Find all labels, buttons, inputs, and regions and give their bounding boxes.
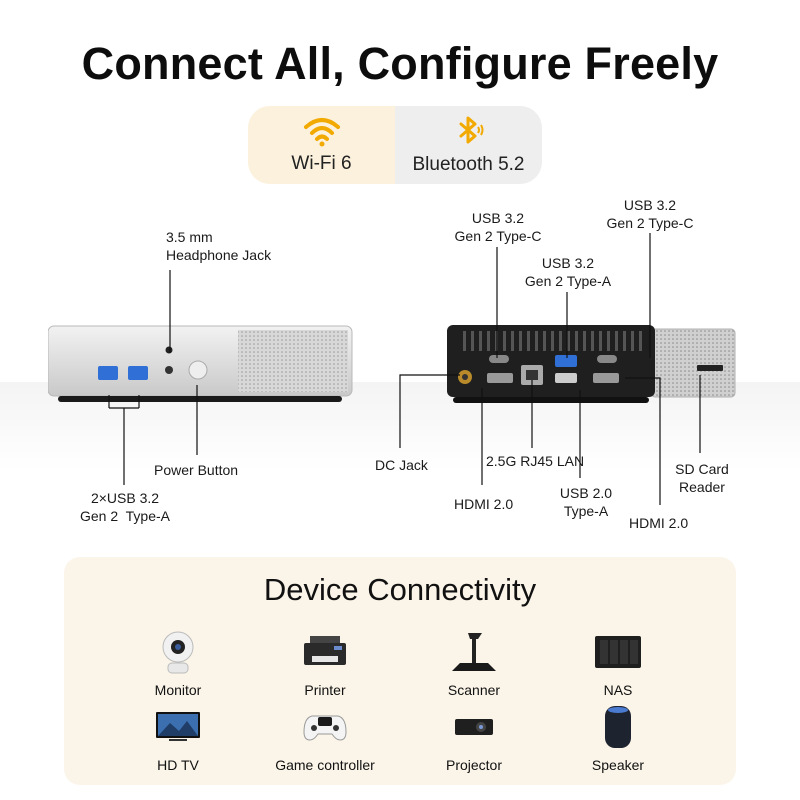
sd-card-line-2: Reader (679, 479, 725, 495)
camera-icon (103, 628, 253, 676)
device-hd-tv: HD TV (103, 703, 253, 773)
usb-c-1-line-2: Gen 2 Type-C (454, 228, 542, 244)
front-usb-line-1: 2×USB 3.2 (90, 490, 160, 506)
device-label: Projector (445, 757, 503, 773)
device-label: Printer (304, 682, 346, 698)
usb-a-line-1: USB 3.2 (541, 255, 595, 271)
usb-c-1-label: USB 3.2 Gen 2 Type-C (438, 209, 558, 245)
usb-c-1-line-1: USB 3.2 (471, 210, 525, 226)
dc-jack-label: DC Jack (375, 457, 428, 473)
device-nas: NAS (543, 628, 693, 698)
sd-card-line-1: SD Card (675, 461, 729, 477)
device-label: Speaker (591, 757, 645, 773)
device-label: HD TV (157, 757, 199, 773)
headphone-jack-label: 3.5 mm Headphone Jack (166, 228, 271, 264)
device-label: Scanner (447, 682, 501, 698)
device-scanner: Scanner (399, 628, 549, 698)
nas-icon (543, 628, 693, 676)
bluetooth-label: Bluetooth 5.2 (412, 154, 525, 175)
bluetooth-icon (452, 114, 486, 148)
wifi-badge: Wi-Fi 6 (248, 106, 395, 184)
usb2-line-2: Type-A (563, 503, 609, 519)
projector-icon (399, 703, 549, 751)
page-title: Connect All, Configure Freely (81, 38, 719, 89)
lan-label: 2.5G RJ45 LAN (486, 453, 585, 469)
front-usb-line-2: Gen 2 Type-A (79, 508, 170, 524)
wifi-label: Wi-Fi 6 (291, 153, 352, 174)
usb-a-label: USB 3.2 Gen 2 Type-A (508, 254, 628, 290)
gamepad-icon (250, 703, 400, 751)
usb2-line-1: USB 2.0 (559, 485, 613, 501)
scanner-icon (399, 628, 549, 676)
power-button-label: Power Button (154, 462, 239, 478)
device-label: Monitor (154, 682, 202, 698)
usb-c-2-line-1: USB 3.2 (623, 197, 677, 213)
wireless-badge: Wi-Fi 6 Bluetooth 5.2 (248, 106, 542, 184)
usb-c-2-line-2: Gen 2 Type-C (606, 215, 694, 231)
headphone-jack-line-1: 3.5 mm (166, 229, 213, 245)
tv-icon (103, 703, 253, 751)
device-label: Game controller (275, 757, 375, 773)
usb-a-line-2: Gen 2 Type-A (524, 273, 612, 289)
bluetooth-badge: Bluetooth 5.2 (395, 106, 542, 184)
front-device-image (48, 322, 353, 404)
device-monitor: Monitor (103, 628, 253, 698)
device-game-controller: Game controller (250, 703, 400, 773)
headphone-jack-line-2: Headphone Jack (166, 247, 272, 263)
device-printer: Printer (250, 628, 400, 698)
usb-c-2-label: USB 3.2 Gen 2 Type-C (590, 196, 710, 232)
front-usb-label: 2×USB 3.2 Gen 2 Type-A (60, 489, 190, 525)
sd-card-label: SD Card Reader (662, 460, 742, 496)
wifi-icon (302, 115, 342, 147)
speaker-icon (543, 703, 693, 751)
hdmi-1-label: HDMI 2.0 (454, 496, 514, 512)
device-connectivity-title: Device Connectivity (263, 572, 537, 607)
device-label: NAS (603, 682, 633, 698)
usb2-label: USB 2.0 Type-A (546, 484, 626, 520)
printer-icon (250, 628, 400, 676)
rear-device-image (447, 325, 737, 405)
device-projector: Projector (399, 703, 549, 773)
device-speaker: Speaker (543, 703, 693, 773)
hdmi-2-label: HDMI 2.0 (629, 515, 689, 531)
